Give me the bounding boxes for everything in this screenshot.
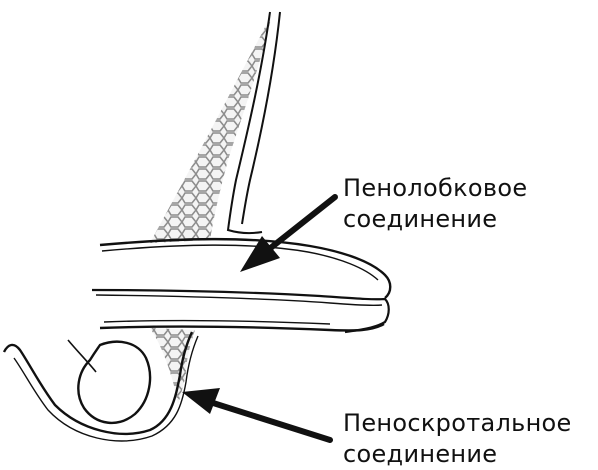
testis-outline	[78, 342, 150, 423]
penis-shaft-lower-inner-outline	[104, 321, 330, 324]
penopubic-junction-label: Пенолобковое соединение	[343, 173, 527, 235]
penis-shaft-lower-outline	[100, 324, 384, 330]
penis-shaft-upper-inner-outline	[102, 245, 378, 280]
glans-outline	[92, 290, 389, 332]
penoscrotal-label-line2: соединение	[343, 439, 572, 470]
penopubic-label-line1: Пенолобковое	[343, 173, 527, 204]
penoscrotal-junction-label: Пеноскротальное соединение	[343, 408, 572, 470]
pubic-tissue-shading	[150, 14, 272, 243]
penopubic-arrow	[240, 197, 335, 272]
penoscrotal-label-line1: Пеноскротальное	[343, 408, 572, 439]
penoscrotal-arrow	[182, 388, 330, 440]
penopubic-label-line2: соединение	[343, 204, 527, 235]
